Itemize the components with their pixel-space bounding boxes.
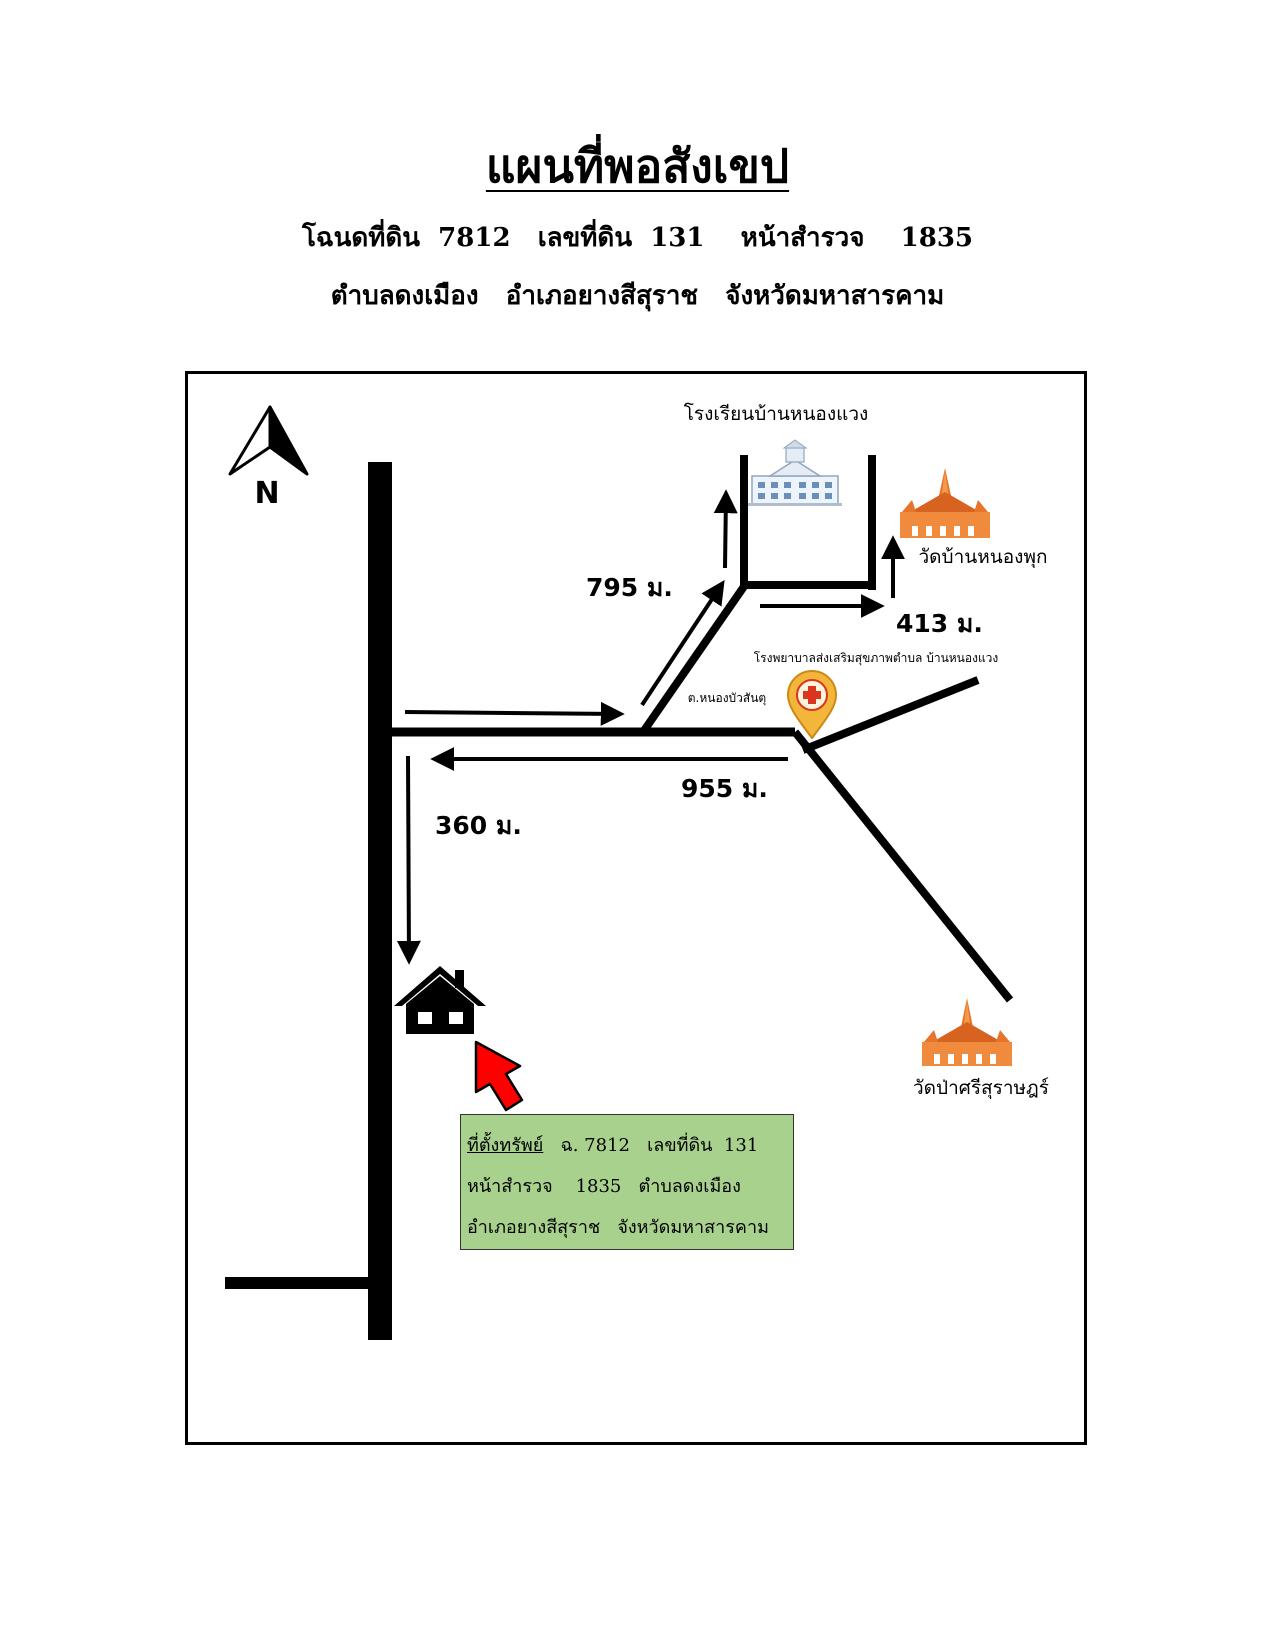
road-to-se (791, 729, 1014, 1003)
info-line1: ฉ. 7812 เลขที่ดิน 131 (543, 1135, 759, 1156)
distance-label-795: 795 ม. (586, 573, 673, 602)
temple-nongphuk-label: วัดบ้านหนองพุก (919, 546, 1048, 569)
page-title: แผนที่พอสังเขป (485, 139, 790, 193)
route-arrows (396, 489, 905, 965)
hospital-pin-icon (786, 670, 838, 740)
distance-label-413: 413 ม. (896, 609, 983, 638)
hospital-label: โรงพยาบาลส่งเสริมสุขภาพตำบล บ้านหนองแวง (754, 651, 999, 666)
school-icon (748, 439, 842, 506)
distance-label-955: 955 ม. (681, 774, 768, 803)
north-arrow-icon (228, 405, 309, 476)
diagonal-road-ne (639, 582, 749, 735)
deed-info-line: โฉนดที่ดิน 7812 เลขที่ดิน 131 หน้าสำรวจ … (301, 223, 974, 253)
school-label: โรงเรียนบ้านหนองแวง (684, 402, 869, 425)
info-line2: หน้าสำรวจ 1835 ตำบลดงเมือง (467, 1176, 741, 1197)
info-heading: ที่ตั้งทรัพย์ (467, 1135, 544, 1156)
location-line: ตำบลดงเมือง อำเภอยางสีสุราช จังหวัดมหาสา… (330, 281, 945, 311)
road-to-ne (801, 676, 980, 754)
map-frame (185, 371, 1087, 1445)
house-icon (394, 966, 486, 1034)
route-arrow-north (713, 489, 738, 569)
pointer-arrow-icon (474, 1040, 524, 1112)
distance-label-360: 360 ม. (435, 811, 522, 840)
route-arrow-ne (640, 579, 725, 707)
roads (225, 455, 1014, 1340)
subdistrict-label: ต.หนองบัวสันตุ (688, 691, 766, 706)
info-line3: อำเภอยางสีสุราช จังหวัดมหาสารคาม (467, 1217, 769, 1238)
route-arrow-east (404, 701, 625, 726)
north-label: N (254, 476, 279, 511)
temple-pasri-label: วัดป่าศรีสุราษฎร์ (913, 1077, 1049, 1100)
temple-icon (900, 468, 990, 538)
temple-icon (922, 998, 1012, 1066)
property-location-box: ที่ตั้งทรัพย์ ฉ. 7812 เลขที่ดิน 131 หน้า… (460, 1114, 794, 1250)
route-arrow-south (396, 755, 421, 965)
